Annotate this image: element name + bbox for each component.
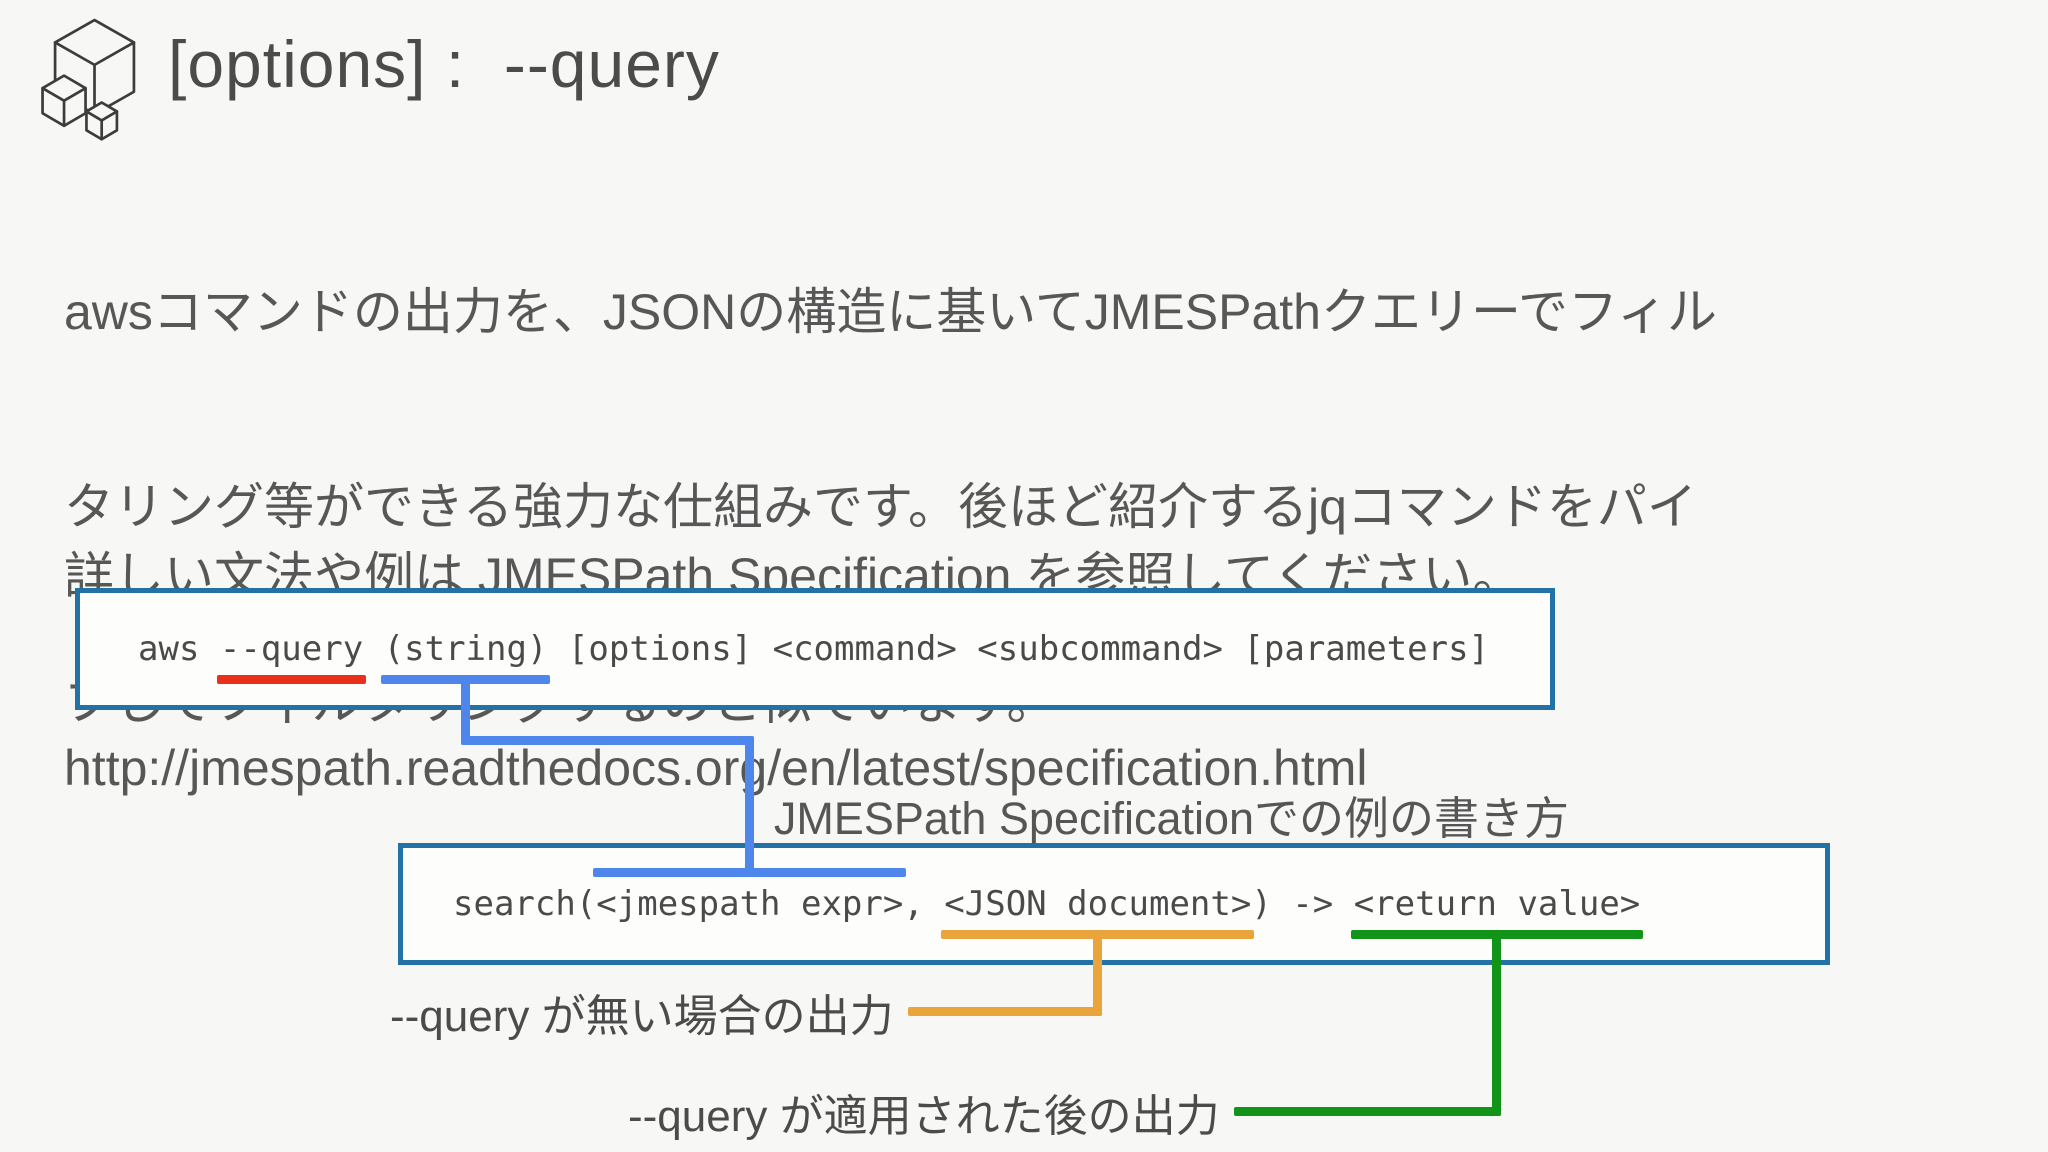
query-option: --query xyxy=(216,629,367,684)
spec-separator: , xyxy=(903,884,945,924)
jmespath-expr-arg: <jmespath expr> xyxy=(593,868,907,924)
spec-example-label: JMESPath Specificationでの例の書き方 xyxy=(773,793,1570,844)
orange-connector-horizontal xyxy=(907,1007,1103,1016)
intro-line-1: awsコマンドの出力を、JSONの構造に基いてJMESPathクエリーでフィル xyxy=(64,284,1717,340)
green-connector-vertical xyxy=(1492,932,1502,1116)
spec-prefix: search( xyxy=(453,884,597,924)
intro-line-2: タリング等ができる強力な仕組みです。後ほど紹介するjqコマンドをパイ xyxy=(64,479,1697,535)
no-query-label: --query が無い場合の出力 xyxy=(390,992,894,1041)
json-document-arg: <JSON document> xyxy=(941,884,1255,939)
code-suffix: [options] <command> <subcommand> [parame… xyxy=(547,629,1490,669)
jmespath-spec-box: search(<jmespath expr>, <JSON document>)… xyxy=(398,843,1830,965)
blue-connector-vertical-2 xyxy=(745,736,755,870)
aws-syntax-code: aws --query (string) [options] <command>… xyxy=(80,629,1490,684)
aws-cubes-icon xyxy=(41,18,136,141)
aws-syntax-box: aws --query (string) [options] <command>… xyxy=(75,588,1555,710)
blue-connector-vertical-1 xyxy=(461,677,471,745)
green-connector-horizontal xyxy=(1233,1107,1502,1116)
slide-title: [options] : --query xyxy=(168,27,720,101)
code-prefix: aws xyxy=(138,629,220,669)
string-arg: (string) xyxy=(380,629,551,684)
applied-query-label: --query が適用された後の出力 xyxy=(628,1092,1220,1141)
orange-connector-vertical xyxy=(1093,932,1103,1016)
reference-url: http://jmespath.readthedocs.org/en/lates… xyxy=(64,740,1368,796)
code-space xyxy=(363,629,383,669)
return-value-arg: <return value> xyxy=(1350,884,1643,939)
blue-connector-horizontal xyxy=(461,736,755,745)
spec-arrow: ) -> xyxy=(1251,884,1354,924)
jmespath-spec-code: search(<jmespath expr>, <JSON document>)… xyxy=(403,868,1643,939)
